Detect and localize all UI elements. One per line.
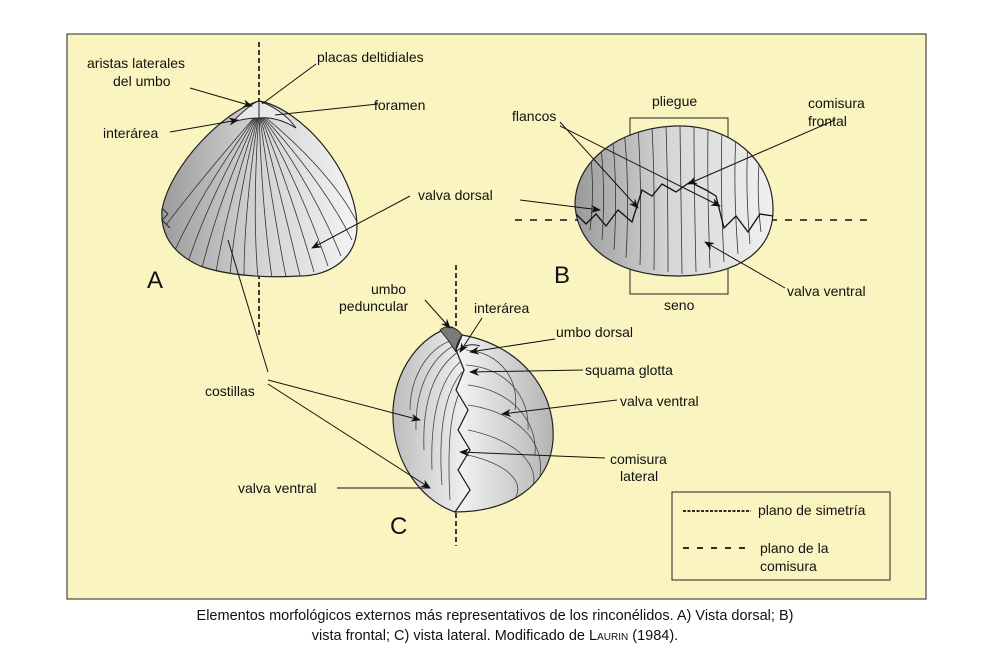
label-pliegue: pliegue (652, 93, 697, 109)
caption-year: (1984). (628, 628, 679, 644)
label-flancos: flancos (512, 108, 556, 124)
label-valva-dorsal: valva dorsal (418, 187, 493, 203)
label-valva-ventral-b: valva ventral (787, 283, 866, 299)
label-umbo-dorsal: umbo dorsal (556, 324, 633, 340)
caption-author: Laurin (589, 628, 629, 644)
panel-letter-b: B (554, 262, 570, 289)
legend-symmetry-label: plano de simetría (758, 502, 866, 518)
label-placas-deltidiales: placas deltidiales (317, 49, 424, 65)
label-umbo-line2: peduncular (339, 298, 409, 314)
label-comisura-lateral-line1: comisura (610, 451, 667, 467)
label-valva-ventral-c-right: valva ventral (620, 393, 699, 409)
label-costillas: costillas (205, 383, 255, 399)
label-comisura-frontal-line1: comisura (808, 95, 865, 111)
panel-letter-c: C (390, 513, 407, 540)
label-aristas-line1: aristas laterales (87, 55, 185, 71)
panel-letter-a: A (147, 267, 163, 294)
label-umbo-line1: umbo (371, 281, 406, 297)
shell-a-dorsal-view: A (147, 42, 358, 335)
legend-commissure-label-line1: plano de la (760, 540, 829, 556)
label-squama-glotta: squama glotta (585, 362, 673, 378)
label-valva-ventral-c-left: valva ventral (238, 480, 317, 496)
shell-b-frontal-view: B (515, 117, 868, 295)
legend: plano de simetría plano de la comisura (671, 491, 891, 581)
legend-commissure-label-line2: comisura (760, 558, 817, 574)
label-aristas-line2: del umbo (113, 73, 171, 89)
label-comisura-lateral-line2: lateral (620, 468, 658, 484)
label-foramen: foramen (374, 97, 425, 113)
label-comisura-frontal-line2: frontal (808, 113, 847, 129)
leader-lines (169, 63, 836, 489)
label-seno: seno (664, 297, 695, 313)
shell-c-lateral-view: C (390, 265, 554, 546)
label-interarea-a: interárea (103, 125, 158, 141)
legend-box (671, 491, 891, 581)
caption-line1: Elementos morfológicos externos más repr… (196, 608, 794, 624)
figure-caption: Elementos morfológicos externos más repr… (60, 606, 930, 646)
label-interarea-c: interárea (474, 300, 529, 316)
caption-line2: vista frontal; C) vista lateral. Modific… (311, 628, 590, 644)
